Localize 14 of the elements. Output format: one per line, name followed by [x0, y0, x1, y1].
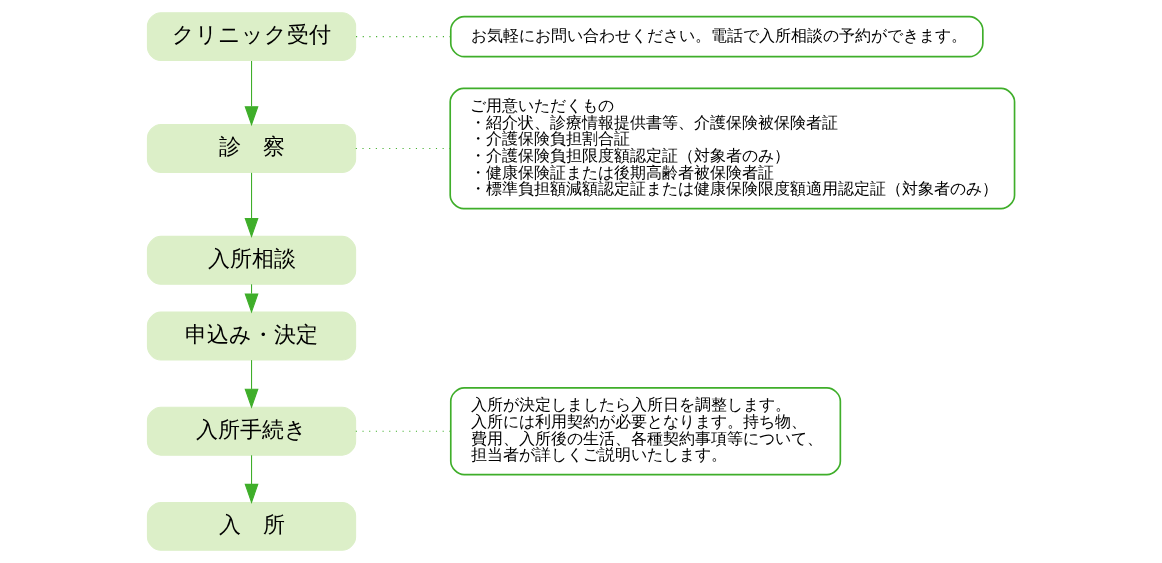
arrow [244, 60, 259, 127]
node-box: 入所相談 [146, 235, 357, 285]
node-box: 申込み・決定 [146, 311, 357, 361]
node-box: 入所手続き [146, 406, 357, 456]
node-box: 入所が決定しましたら入所日を調整します。入所には利用契約が必要となります。持ち物、費用、入所後の生活、各種契約事項等について、担当者が詳しくご説明いたします。 [449, 386, 842, 476]
arrow [244, 283, 259, 314]
node-box: 診 察 [146, 124, 357, 173]
arrow [244, 172, 259, 239]
arrow [244, 359, 259, 409]
node-box: お気軽にお問い合わせください。電話で入所相談の予約ができます。 [449, 15, 984, 58]
node-box: 入 所 [146, 501, 357, 551]
node-box: クリニック受付 [146, 12, 357, 62]
node-box: ご用意いただくもの ・紹介状、診療情報提供書等、介護保険被保険者証 ・介護保険負担割合証 ・介護保険負担限度額認定証（対象者のみ） ・健康保険証または後期高齢者被保険者証 ・標準負担額減額認定証または健康保険限度額適用認定証（対象者のみ） [449, 87, 1016, 210]
arrow [244, 454, 259, 504]
